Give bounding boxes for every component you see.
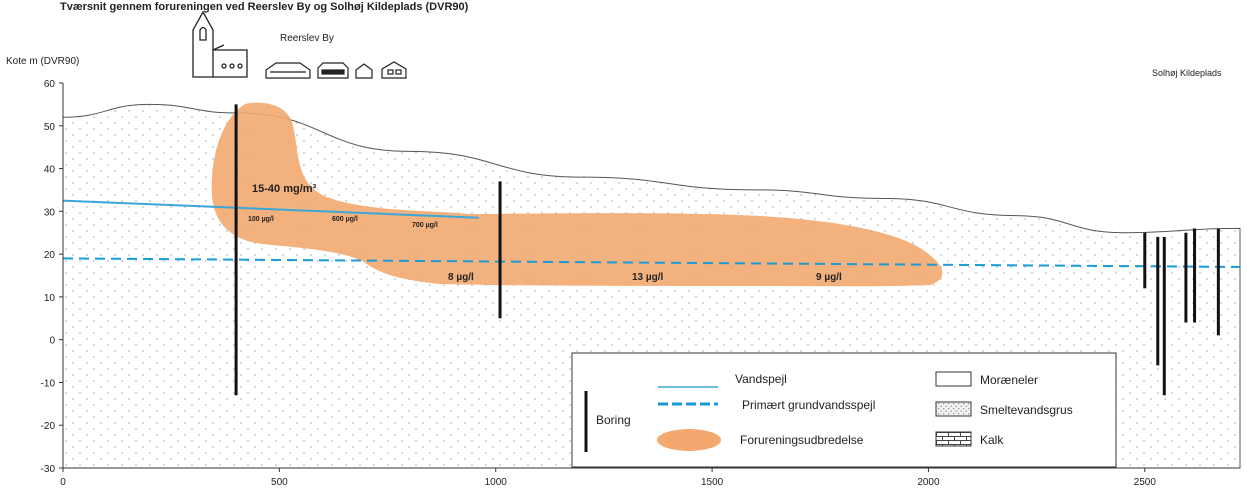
- borings: [234, 104, 1220, 396]
- primaert-grundvandsspejl-line: [62, 257, 1241, 268]
- y-tick-label: 20: [44, 250, 56, 261]
- y-tick-label: 60: [44, 79, 56, 90]
- y-tick-label: 30: [44, 207, 56, 218]
- figure-caption: Tværsnit gennem forureningen ved Reersle…: [60, 1, 469, 13]
- legend-forurening-label: Forureningsudbredelse: [740, 433, 864, 447]
- conc-label-air: 15-40 mg/m³: [252, 183, 317, 195]
- x-tick-label: 500: [271, 477, 288, 488]
- legend-smeltevandsgrus-label: Smeltevandsgrus: [980, 403, 1073, 417]
- legend: Boring Vandspejl Primært grundvandsspejl…: [571, 352, 1117, 468]
- conc-label-600: 600 µg/l: [332, 216, 358, 223]
- village-label: Reerslev By: [280, 33, 334, 44]
- y-tick-label: 50: [44, 122, 56, 133]
- legend-box: [571, 352, 1117, 468]
- conc-label-100: 100 µg/l: [248, 216, 274, 223]
- y-tick-label: -10: [41, 378, 56, 389]
- contamination-plume: [211, 102, 943, 287]
- conc-label-700: 700 µg/l: [412, 222, 438, 229]
- y-tick-label: 40: [44, 165, 56, 176]
- legend-forurening-symbol: [657, 429, 721, 451]
- y-axis: 60 50 40 30 20 10 0 -10 -20 -30: [41, 79, 64, 475]
- x-tick-label: 1000: [485, 477, 508, 488]
- legend-kalk-symbol: [935, 431, 972, 447]
- legend-moraeneler-label: Moræneler: [980, 373, 1038, 387]
- conc-label-9: 9 µg/l: [816, 272, 842, 283]
- legend-boring-label: Boring: [596, 413, 631, 427]
- house-icon-1: [265, 62, 311, 79]
- house-icon-2: [317, 62, 349, 79]
- house-icon-3: [355, 63, 373, 79]
- site-label: Solhøj Kildeplads: [1152, 68, 1222, 78]
- y-tick-label: -20: [41, 421, 56, 432]
- y-tick-label: -30: [41, 464, 56, 475]
- legend-smeltevandsgrus-symbol: [935, 401, 972, 417]
- y-tick-label: 0: [49, 336, 55, 347]
- x-tick-label: 0: [60, 477, 66, 488]
- y-axis-label: Kote m (DVR90): [6, 56, 79, 67]
- x-tick-label: 2000: [917, 477, 940, 488]
- x-tick-label: 2500: [1134, 477, 1157, 488]
- conc-label-13: 13 µg/l: [632, 272, 664, 283]
- legend-vandspejl-label: Vandspejl: [735, 372, 787, 386]
- legend-primaert-label: Primært grundvandsspejl: [742, 398, 875, 412]
- x-axis: 0 500 1000 1500 2000 2500: [60, 467, 1240, 488]
- legend-moraeneler-symbol: [935, 371, 972, 387]
- conc-label-8: 8 µg/l: [448, 272, 474, 283]
- vandspejl-line: [62, 199, 479, 219]
- house-icon-4: [381, 61, 407, 79]
- legend-kalk-label: Kalk: [980, 433, 1004, 447]
- church-icon: [192, 10, 248, 78]
- x-tick-label: 1500: [701, 477, 724, 488]
- y-tick-label: 10: [44, 293, 56, 304]
